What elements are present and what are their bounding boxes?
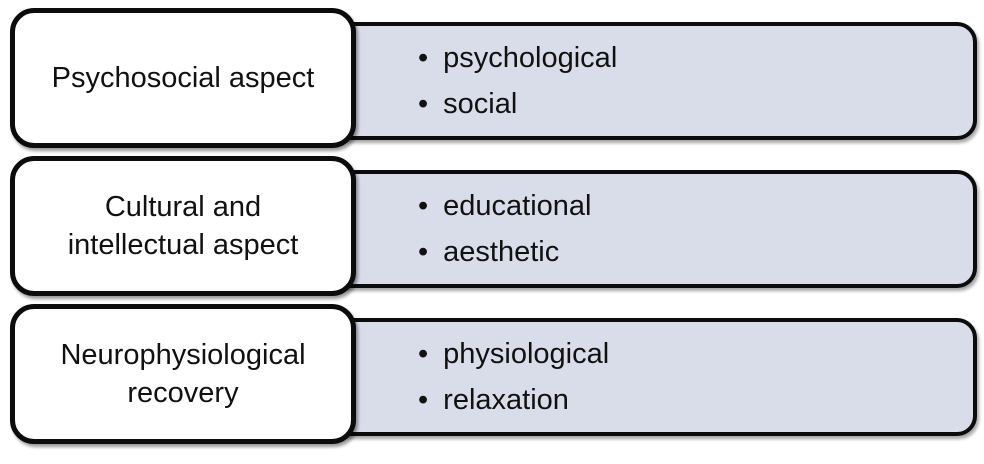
bullet-icon: • [418, 384, 429, 416]
bullet-item: • social [418, 81, 973, 127]
diagram-row: • psychological • social Psychosocial aspect [0, 8, 984, 148]
bullet-panel: • educational • aesthetic [330, 170, 977, 288]
bullet-icon: • [418, 42, 429, 74]
bullet-panel: • physiological • relaxation [330, 318, 977, 436]
bullet-icon: • [418, 236, 429, 268]
category-box: Neurophysiological recovery [10, 304, 356, 444]
bullet-label: aesthetic [443, 236, 560, 268]
bullet-label: physiological [443, 338, 610, 370]
bullet-icon: • [418, 190, 429, 222]
bullet-label: psychological [443, 42, 618, 74]
bullet-label: social [443, 88, 518, 120]
category-box: Cultural and intellectual aspect [10, 156, 356, 296]
bullet-list: • psychological • social [418, 35, 973, 127]
bullet-item: • educational [418, 183, 973, 229]
category-label-line: intellectual aspect [67, 229, 299, 261]
category-label-line: recovery [127, 377, 239, 409]
category-label-line: Cultural and [104, 191, 262, 223]
diagram-row: • educational • aesthetic Cultural and intell… [0, 156, 984, 296]
category-label: Neurophysiological recovery [54, 336, 311, 412]
category-label: Cultural and intellectual aspect [62, 188, 305, 264]
diagram-row: • physiological • relaxation Neurophysiologi… [0, 304, 984, 444]
bullet-panel: • psychological • social [330, 22, 977, 140]
bullet-list: • physiological • relaxation [418, 331, 973, 423]
bullet-item: • psychological [418, 35, 973, 81]
category-label: Psychosocial aspect [46, 59, 321, 97]
bullet-item: • physiological [418, 331, 973, 377]
bullet-item: • relaxation [418, 377, 973, 423]
category-label-line: Psychosocial aspect [51, 62, 315, 94]
bullet-icon: • [418, 338, 429, 370]
bullet-icon: • [418, 88, 429, 120]
bullet-label: relaxation [443, 384, 569, 416]
bullet-label: educational [443, 190, 592, 222]
bullet-item: • aesthetic [418, 229, 973, 275]
bullet-list: • educational • aesthetic [418, 183, 973, 275]
category-box: Psychosocial aspect [10, 8, 356, 148]
category-label-line: Neurophysiological [60, 339, 306, 371]
